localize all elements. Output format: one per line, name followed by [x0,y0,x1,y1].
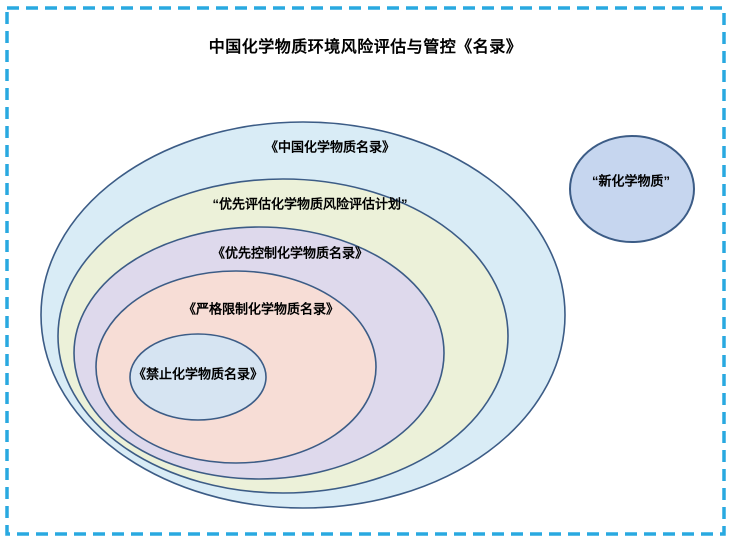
priority-control-list-label: 《优先控制化学物质名录》 [211,245,369,261]
priority-assessment-plan-label: “优先评估化学物质风险评估计划” [212,196,408,212]
china-chemical-inventory-label: 《中国化学物质名录》 [264,139,396,155]
dashed-frame-border [5,6,726,536]
prohibited-list-ellipse [129,333,267,421]
page-title: 中国化学物质环境风险评估与管控《名录》 [208,39,523,56]
new-chemical-substances-label: “新化学物质” [591,173,671,189]
new-chemical-substances-ellipse [569,135,695,243]
prohibited-list-label: 《禁止化学物质名录》 [132,366,264,382]
strictly-restricted-list-label: 《严格限制化学物质名录》 [182,301,340,317]
